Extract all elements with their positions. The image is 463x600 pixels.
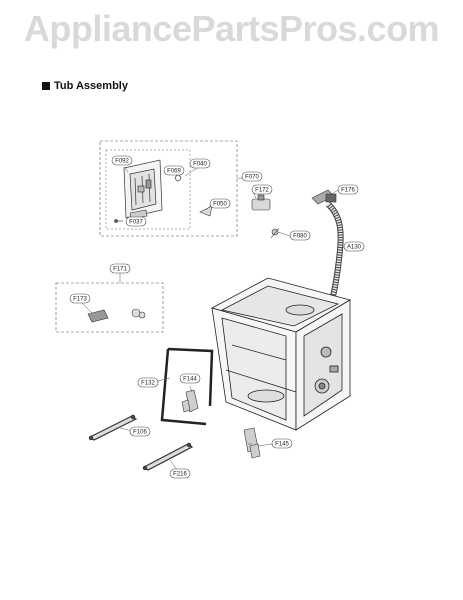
group-box-left — [55, 282, 164, 333]
callout-label: F176 — [341, 188, 355, 194]
callout-label: F070 — [245, 175, 259, 181]
callout-label: F145 — [275, 442, 289, 448]
callout-label: F050 — [213, 202, 227, 208]
callout-a130: A130 — [343, 241, 365, 252]
callout-f069: F069 — [163, 165, 185, 176]
sensor-part — [270, 227, 280, 239]
tub-body-part — [210, 277, 352, 431]
callout-label: F144 — [183, 377, 197, 383]
pad-part — [87, 309, 109, 323]
callout-f092: F092 — [111, 155, 133, 166]
group-box-top — [99, 140, 238, 237]
callout-f216: F216 — [169, 468, 191, 479]
rail-part — [88, 414, 138, 441]
callout-label: F037 — [129, 220, 143, 226]
cap-part — [131, 308, 146, 319]
screw-part — [114, 219, 123, 223]
callout-f037: F037 — [125, 216, 147, 227]
group-box-inner — [105, 149, 191, 230]
clip-part — [174, 174, 182, 182]
hinge-part-2 — [243, 427, 261, 459]
section-header: Tub Assembly — [42, 79, 128, 93]
callout-f171: F171 — [109, 263, 131, 274]
callout-f144: F144 — [179, 373, 201, 384]
spring-clip-part — [199, 205, 213, 217]
leader-line-f145 — [257, 443, 273, 447]
callout-label: F106 — [133, 430, 147, 436]
callout-f145: F145 — [271, 438, 293, 449]
section-title: Tub Assembly — [54, 80, 128, 92]
watermark-logo: AppliancePartsPros.com — [23, 8, 440, 49]
callout-f050: F050 — [209, 198, 231, 209]
callout-f080: F080 — [289, 230, 311, 241]
callout-f070: F070 — [241, 171, 263, 182]
callout-label: F080 — [293, 234, 307, 240]
hose-part — [325, 201, 344, 301]
callout-f176: F176 — [337, 184, 359, 195]
gasket-part — [160, 347, 214, 426]
rail-part-2 — [142, 442, 194, 471]
callout-f172: F172 — [251, 184, 273, 195]
callout-f173: F173 — [69, 293, 91, 304]
hinge-part — [181, 389, 199, 413]
callout-label: F069 — [167, 169, 181, 175]
bullet-square-icon — [42, 82, 50, 90]
callout-label: F171 — [113, 267, 127, 273]
callout-label: F092 — [115, 159, 129, 165]
callout-label: F172 — [255, 188, 269, 194]
callout-label: A130 — [347, 245, 362, 251]
callout-f106: F106 — [129, 426, 151, 437]
callout-label: F216 — [173, 472, 187, 478]
callout-f040: F040 — [189, 158, 211, 169]
vent-part — [311, 189, 337, 205]
control-panel-part — [123, 159, 163, 219]
callout-label: F173 — [73, 297, 87, 303]
valve-part — [251, 194, 271, 211]
callout-label: F040 — [193, 162, 207, 168]
callout-label: F132 — [141, 381, 155, 387]
callout-f132: F132 — [137, 377, 159, 388]
